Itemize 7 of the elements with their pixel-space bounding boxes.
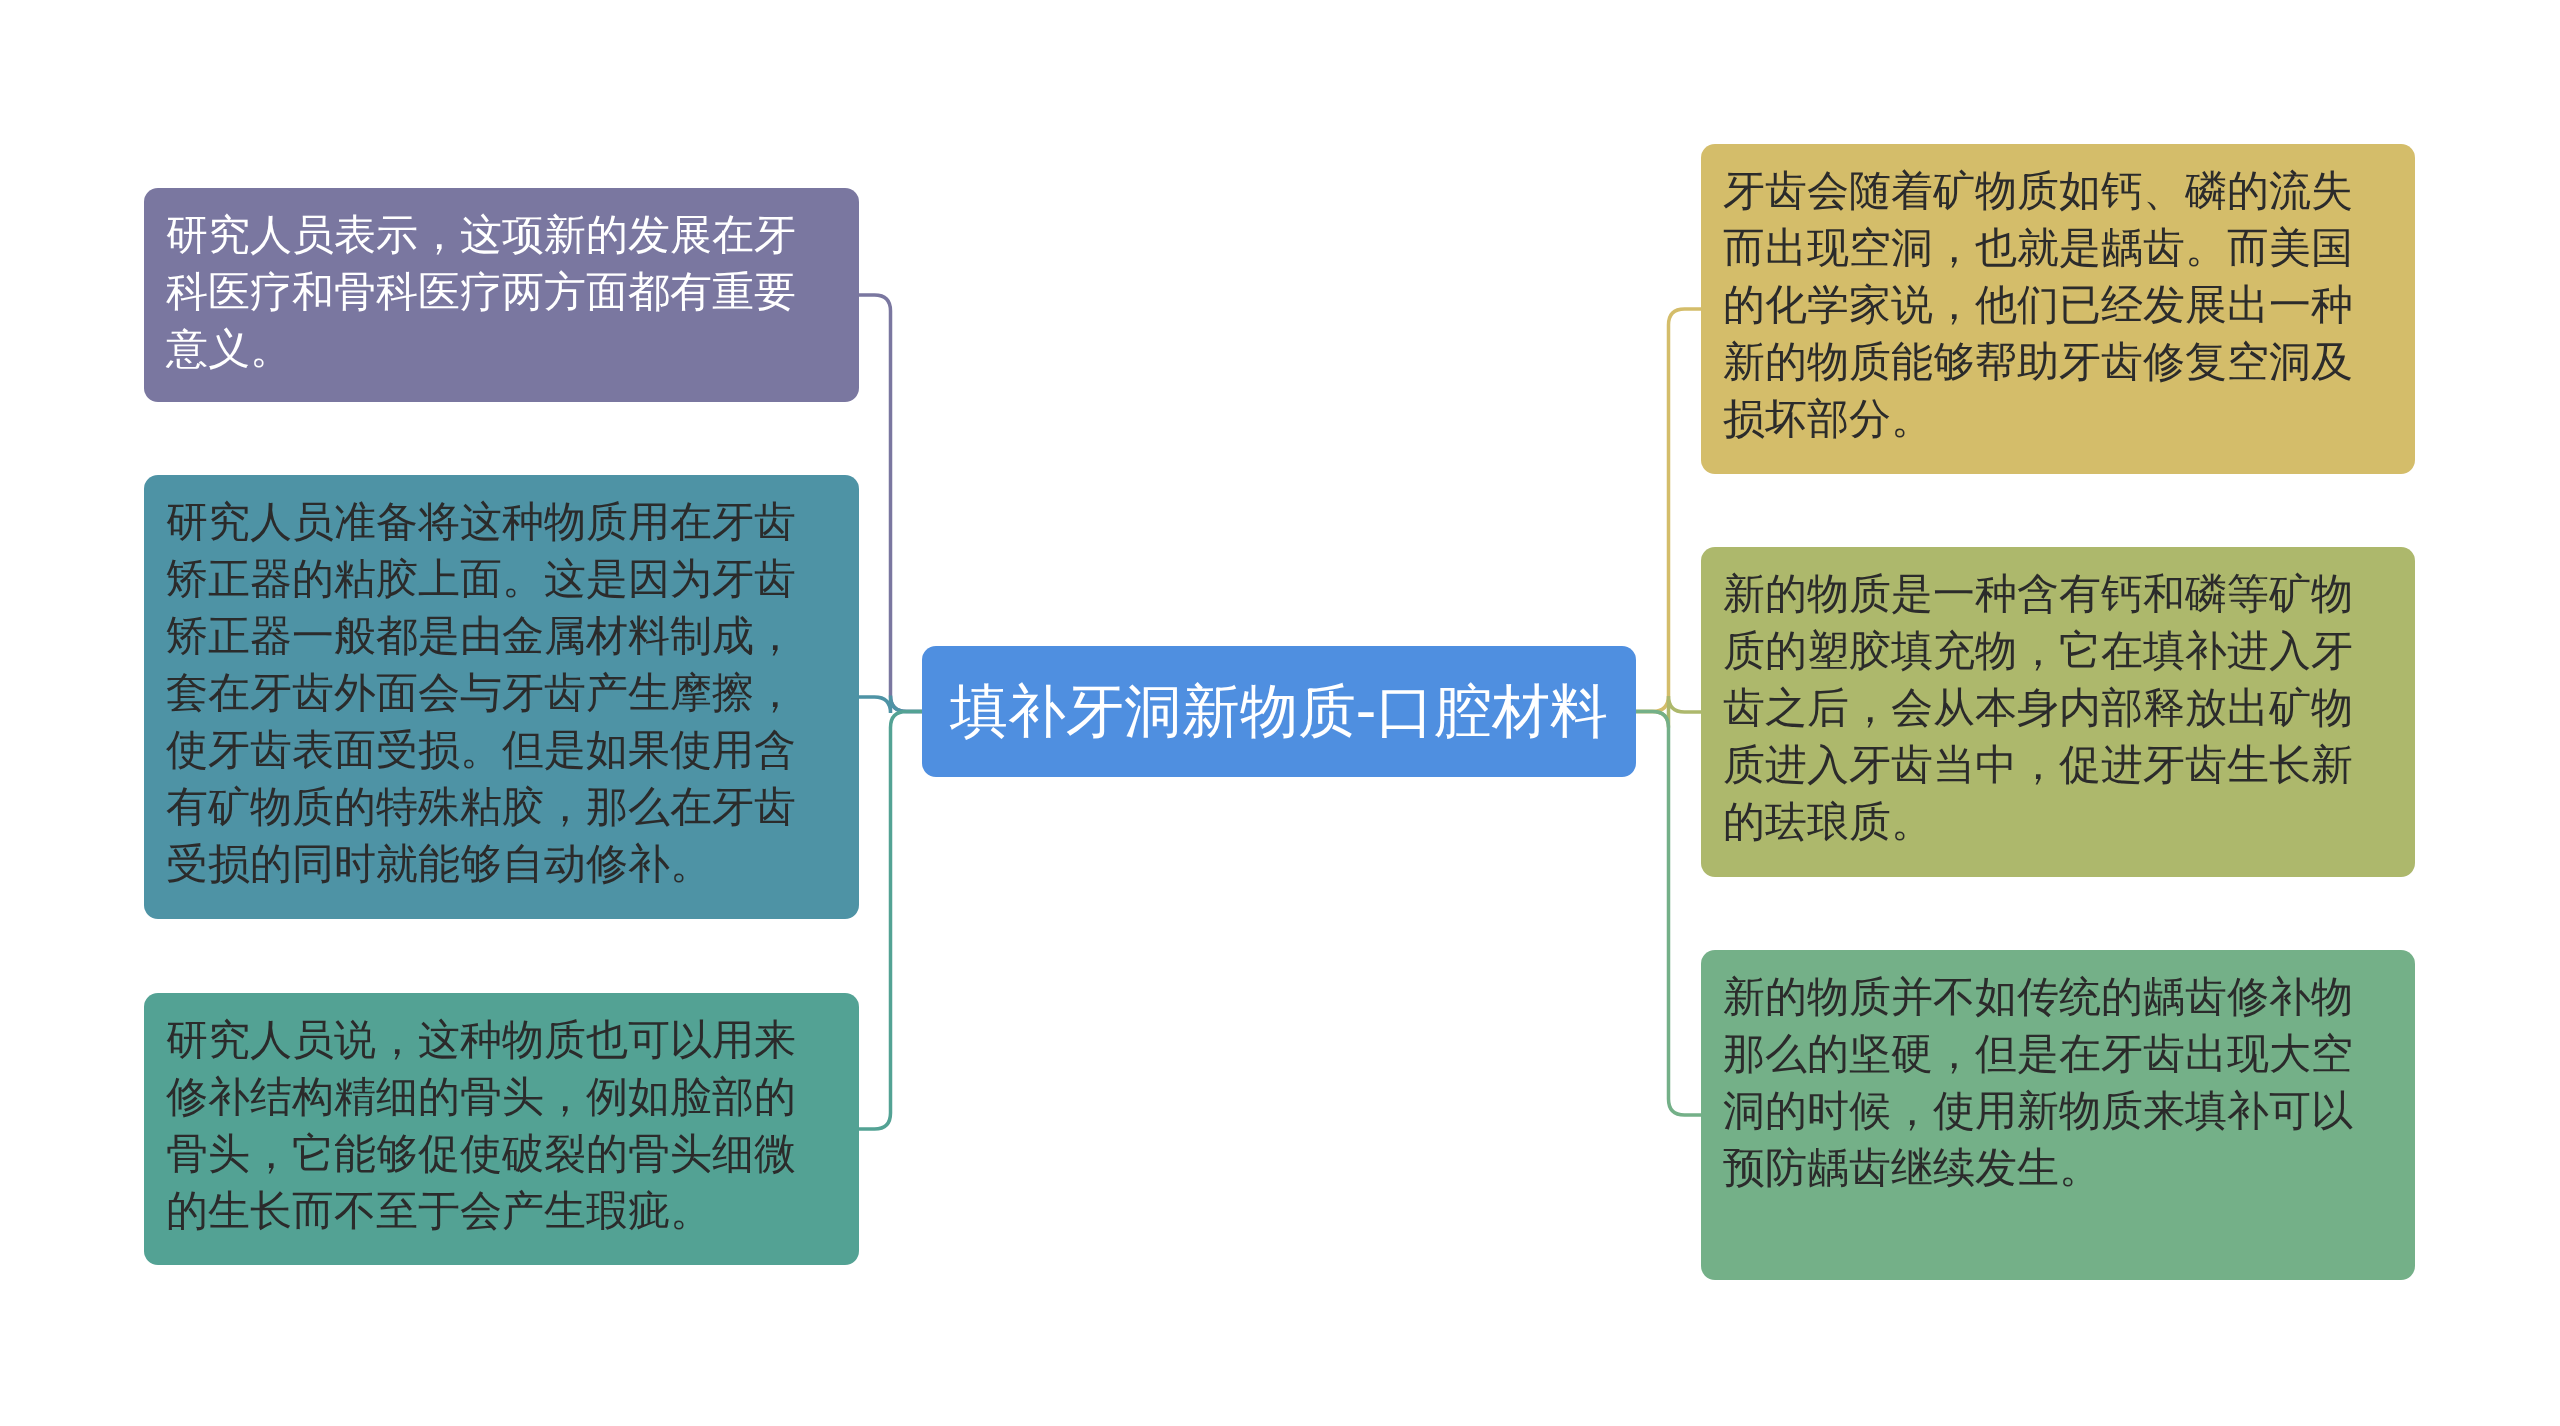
text-box: 研究人员表示，这项新的发展在牙科医疗和骨科医疗两方面都有重要意义。: [144, 188, 859, 402]
text-box: 研究人员说，这种物质也可以用来修补结构精细的骨头，例如脸部的骨头，它能够促使破裂的骨头细微的生长而不至于会产生瑕疵。: [144, 993, 859, 1265]
text-box: 研究人员准备将这种物质用在牙齿矫正器的粘胶上面。这是因为牙齿矫正器一般都是由金属材料制成，套在牙齿外面会与牙齿产生摩擦，使牙齿表面受损。但是如果使用含有矿物质的特殊粘胶，那么在牙齿受损的同时就能够自动修补。: [144, 475, 859, 919]
text-box: 新的物质是一种含有钙和磷等矿物质的塑胶填充物，它在填补进入牙齿之后，会从本身内部释放出矿物质进入牙齿当中，促进牙齿生长新的珐琅质。: [1701, 547, 2415, 877]
text-box: 新的物质并不如传统的龋齿修补物那么的坚硬，但是在牙齿出现大空洞的时候，使用新物质来填补可以预防龋齿继续发生。: [1701, 950, 2415, 1280]
topic-box: 填补牙洞新物质-口腔材料: [922, 646, 1636, 777]
text-box: 牙齿会随着矿物质如钙、磷的流失而出现空洞，也就是龋齿。而美国的化学家说，他们已经发展出一种新的物质能够帮助牙齿修复空洞及损坏部分。: [1701, 144, 2415, 474]
